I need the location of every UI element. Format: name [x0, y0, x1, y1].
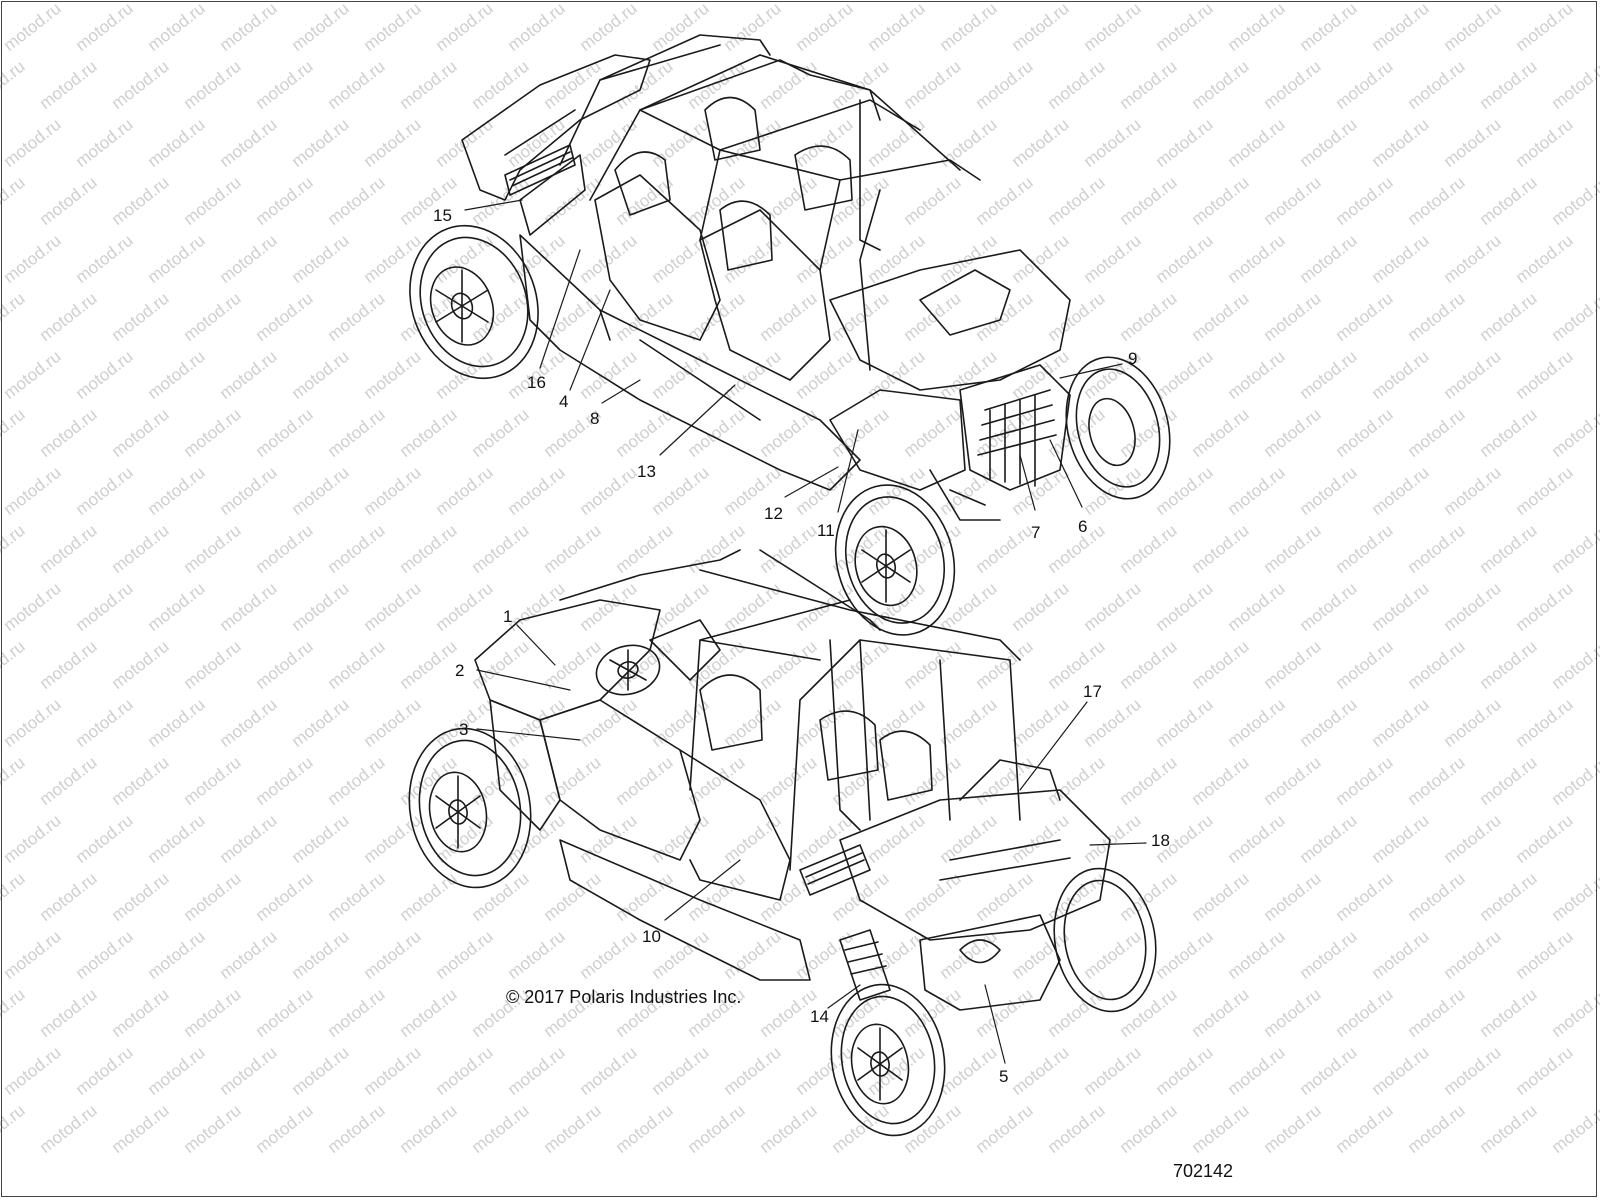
callout-7: 7 — [1031, 523, 1041, 542]
callout-9: 9 — [1128, 349, 1138, 368]
bottom-front-right-wheel — [830, 983, 946, 1137]
document-number: 702142 — [1173, 1161, 1234, 1181]
callout-6: 6 — [1078, 517, 1088, 536]
bottom-rear-left-wheel — [408, 727, 532, 889]
callout-13: 13 — [637, 462, 656, 481]
callout-4: 4 — [559, 392, 569, 411]
callout-10: 10 — [642, 927, 661, 946]
callout-5: 5 — [999, 1067, 1009, 1086]
bottom-front-left-wheel — [1053, 867, 1157, 1013]
callout-18: 18 — [1151, 831, 1170, 850]
callout-15: 15 — [433, 206, 452, 225]
top-front-left-wheel — [1065, 356, 1171, 500]
callout-12: 12 — [764, 504, 783, 523]
top-front-right-wheel — [834, 484, 956, 636]
callout-17: 17 — [1083, 682, 1102, 701]
callout-16: 16 — [527, 373, 546, 392]
top-rear-left-wheel — [409, 224, 539, 380]
top-vehicle-drawing — [409, 34, 1171, 636]
callout-11: 11 — [817, 521, 835, 540]
leader-lines — [464, 199, 1147, 1064]
bottom-vehicle-drawing — [408, 549, 1157, 1137]
callout-8: 8 — [590, 409, 600, 428]
callout-1: 1 — [503, 607, 513, 626]
callout-3: 3 — [459, 720, 469, 739]
copyright-notice: © 2017 Polaris Industries Inc. — [506, 987, 742, 1007]
callout-2: 2 — [455, 661, 465, 680]
callout-14: 14 — [810, 1007, 829, 1026]
